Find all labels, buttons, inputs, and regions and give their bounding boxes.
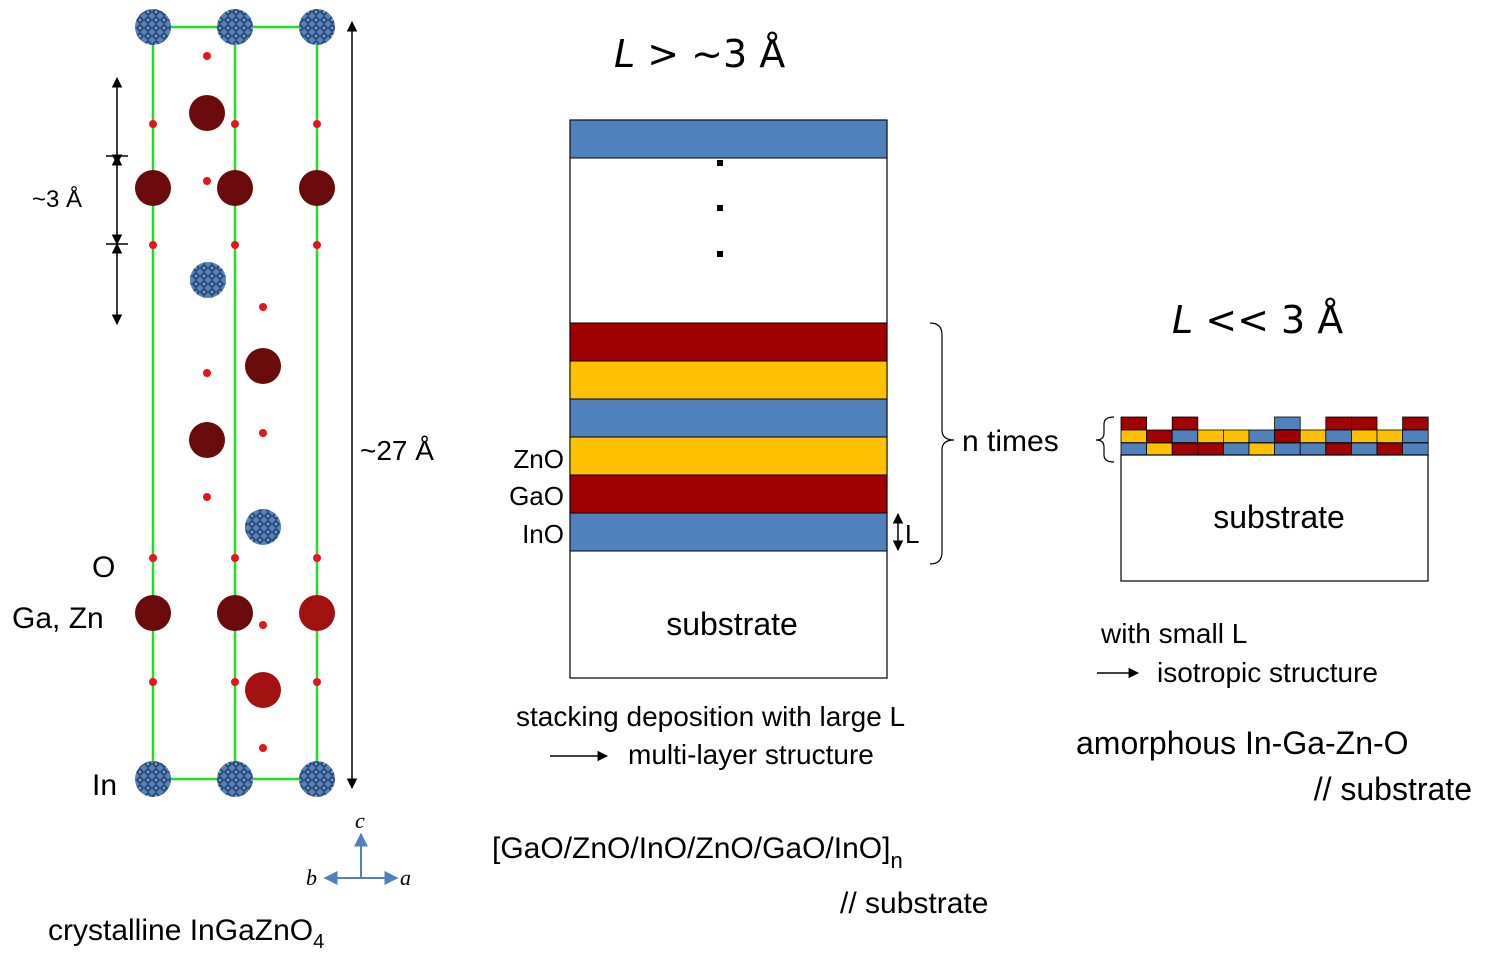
layer-ino-top bbox=[569, 398, 888, 438]
layer-ino bbox=[569, 512, 888, 552]
in-atoms bbox=[135, 9, 335, 797]
amorphous-block bbox=[1120, 442, 1148, 457]
amorphous-block bbox=[1274, 416, 1301, 431]
amorphous-caption-4: // substrate bbox=[1314, 771, 1472, 807]
multilayer-title: L > ~3 Å bbox=[614, 32, 785, 76]
amorphous-block bbox=[1197, 442, 1224, 457]
multilayer-structure: L > ~3 Å ZnO GaO InO L n times substrate… bbox=[492, 32, 1059, 920]
amorphous-caption-2: isotropic structure bbox=[1157, 657, 1378, 688]
amorphous-block bbox=[1120, 429, 1148, 444]
amorphous-title: L << 3 Å bbox=[1172, 298, 1343, 342]
amorphous-block bbox=[1325, 416, 1352, 431]
oxygen-atoms bbox=[149, 52, 321, 752]
layer-zno-top bbox=[569, 360, 888, 400]
amorphous-brace bbox=[1095, 416, 1115, 463]
amorphous-block bbox=[1402, 416, 1429, 431]
layer-zno bbox=[569, 436, 888, 476]
top-layer bbox=[569, 119, 888, 159]
amorphous-block bbox=[1274, 442, 1301, 457]
label-oxygen: O bbox=[92, 551, 115, 584]
amorphous-block bbox=[1351, 442, 1378, 457]
amorphous-block bbox=[1171, 429, 1199, 444]
amorphous-caption-3: amorphous In-Ga-Zn-O bbox=[1076, 725, 1409, 761]
amorphous-block bbox=[1223, 442, 1250, 457]
axis-c-label: c bbox=[355, 808, 365, 833]
crystal-unit-cell: ~3 Å ~27 Å O Ga, Zn In c a b crystalline… bbox=[12, 9, 434, 953]
amorphous-block bbox=[1171, 416, 1199, 431]
layer-gao-top bbox=[569, 322, 888, 362]
amorphous-block bbox=[1351, 416, 1378, 431]
multilayer-caption-1: stacking deposition with large L bbox=[516, 701, 905, 732]
n-times-label: n times bbox=[962, 425, 1059, 458]
label-ino: InO bbox=[522, 519, 564, 549]
amorphous-block bbox=[1197, 429, 1224, 444]
amorphous-caption-1: with small L bbox=[1100, 618, 1247, 649]
label-ga-zn: Ga, Zn bbox=[12, 602, 104, 635]
amorphous-block bbox=[1223, 429, 1250, 444]
amorphous-block bbox=[1274, 429, 1301, 444]
amorphous-block bbox=[1120, 416, 1148, 431]
n-times-brace bbox=[929, 322, 955, 565]
amorphous-substrate bbox=[1120, 454, 1429, 582]
three-angstrom-arrows bbox=[106, 76, 128, 326]
label-in: In bbox=[92, 769, 117, 802]
label-3-angstrom: ~3 Å bbox=[32, 185, 82, 213]
label-zno: ZnO bbox=[513, 444, 564, 474]
amorphous-block bbox=[1146, 429, 1173, 444]
amorphous-block bbox=[1402, 429, 1429, 444]
amorphous-substrate-label: substrate bbox=[1213, 499, 1345, 535]
amorphous-block bbox=[1146, 442, 1173, 457]
label-27-angstrom: ~27 Å bbox=[360, 435, 434, 466]
amorphous-block bbox=[1171, 442, 1199, 457]
layer-gao bbox=[569, 474, 888, 514]
amorphous-block bbox=[1299, 429, 1327, 444]
amorphous-blocks bbox=[1120, 416, 1429, 457]
axis-a-label: a bbox=[400, 865, 411, 890]
amorphous-block bbox=[1351, 429, 1378, 444]
multilayer-formula: [GaO/ZnO/InO/ZnO/GaO/InO]n bbox=[492, 832, 903, 873]
crystal-caption: crystalline InGaZnO4 bbox=[48, 914, 324, 953]
amorphous-block bbox=[1376, 429, 1404, 444]
multilayer-substrate-label: substrate bbox=[666, 606, 798, 642]
label-gao: GaO bbox=[509, 481, 564, 511]
gazn-atoms bbox=[135, 95, 335, 708]
amorphous-block bbox=[1299, 442, 1327, 457]
amorphous-block bbox=[1248, 442, 1276, 457]
amorphous-block bbox=[1248, 429, 1276, 444]
axis-b-label: b bbox=[306, 865, 317, 890]
crystal-axes bbox=[323, 832, 399, 885]
amorphous-block bbox=[1376, 442, 1404, 457]
multilayer-caption-2: multi-layer structure bbox=[628, 739, 874, 770]
multilayer-formula-substrate: // substrate bbox=[840, 887, 988, 920]
amorphous-structure: L << 3 Å substrate with small L isotropi… bbox=[1076, 298, 1472, 807]
amorphous-block bbox=[1402, 442, 1429, 457]
thickness-label: L bbox=[905, 519, 919, 549]
amorphous-block bbox=[1325, 429, 1352, 444]
ellipsis-dots bbox=[717, 160, 723, 257]
amorphous-block bbox=[1325, 442, 1352, 457]
unit-cell-lines bbox=[151, 25, 319, 781]
